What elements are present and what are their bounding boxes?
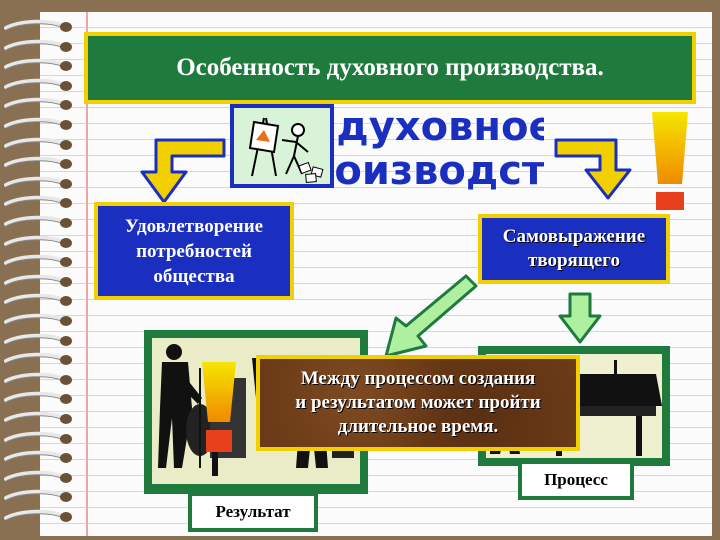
left-box-line2: потребностей: [125, 239, 263, 264]
arrow-down-small-icon: [556, 290, 604, 346]
spiral-ring: [4, 430, 76, 446]
spiral-ring: [4, 18, 76, 34]
spiral-ring: [4, 175, 76, 191]
result-label: Результат: [215, 502, 290, 522]
page-title: Особенность духовного производства.: [176, 54, 604, 82]
spiral-ring: [4, 469, 76, 485]
spiral-ring: [4, 371, 76, 387]
exclamation-mark-small-icon: [198, 358, 240, 456]
arrow-diagonal-icon: [378, 270, 478, 362]
spiral-ring: [4, 449, 76, 465]
exclamation-mark-icon: [646, 108, 694, 214]
center-label: духовное производство: [334, 100, 544, 196]
process-label: Процесс: [544, 470, 608, 490]
right-box-line2: творящего: [503, 249, 645, 273]
note-line1: Между процессом создания: [295, 367, 540, 391]
process-label-box: Процесс: [518, 460, 634, 500]
spiral-ring: [4, 194, 76, 210]
spiral-ring: [4, 312, 76, 328]
title-banner: Особенность духовного производства.: [84, 32, 696, 104]
spiral-ring: [4, 410, 76, 426]
spiral-ring: [4, 234, 76, 250]
spiral-ring: [4, 136, 76, 152]
note-line2: и результатом может пройти: [295, 391, 540, 415]
spiral-ring: [4, 214, 76, 230]
spiral-ring: [4, 351, 76, 367]
spiral-ring: [4, 116, 76, 132]
right-box-line1: Самовыражение: [503, 225, 645, 249]
spiral-ring: [4, 253, 76, 269]
note-box: Между процессом создания и результатом м…: [256, 355, 580, 451]
right-text-box: Самовыражение творящего: [478, 214, 670, 284]
spiral-ring: [4, 77, 76, 93]
result-label-box: Результат: [188, 492, 318, 532]
spiral-ring: [4, 332, 76, 348]
center-label-line2: производство: [334, 148, 544, 194]
spiral-ring: [4, 96, 76, 112]
artist-easel-icon: [234, 108, 330, 184]
arrow-down-right-icon: [552, 136, 636, 204]
artist-clipart-box: [230, 104, 334, 188]
arrow-down-left-icon: [138, 136, 230, 208]
spiral-ring: [4, 57, 76, 73]
spiral-ring: [4, 508, 76, 524]
spiral-ring: [4, 38, 76, 54]
spiral-ring: [4, 390, 76, 406]
left-text-box: Удовлетворение потребностей общества: [94, 202, 294, 300]
spiral-ring: [4, 488, 76, 504]
spiral-ring: [4, 155, 76, 171]
spiral-ring: [4, 273, 76, 289]
note-line3: длительное время.: [295, 415, 540, 439]
left-box-line1: Удовлетворение: [125, 214, 263, 239]
left-box-line3: общества: [125, 264, 263, 289]
spiral-ring: [4, 292, 76, 308]
center-label-line1: духовное: [336, 104, 544, 150]
